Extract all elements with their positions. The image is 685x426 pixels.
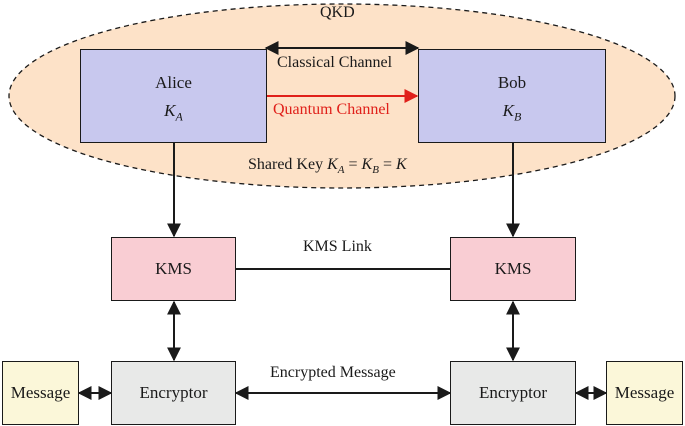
shared-key-ka: K	[327, 156, 338, 173]
alice-label: Alice	[155, 73, 192, 93]
qkd-title: QKD	[320, 4, 355, 21]
shared-key-eq2: =	[382, 156, 392, 173]
bob-box: Bob KB	[418, 49, 606, 143]
shared-key-label: Shared Key KA = KB = K	[248, 156, 407, 176]
alice-box: Alice KA	[80, 49, 267, 143]
message-left-box: Message	[2, 361, 79, 425]
bob-key-subscript: B	[514, 109, 522, 124]
shared-key-prefix: Shared Key	[248, 156, 324, 173]
shared-key-kb: K	[361, 156, 373, 173]
shared-key-eq1: =	[348, 156, 358, 173]
encrypted-message-label: Encrypted Message	[270, 364, 396, 381]
encryptor-left-box: Encryptor	[111, 361, 236, 425]
bob-label: Bob	[497, 73, 527, 93]
message-right-box: Message	[606, 361, 683, 425]
alice-key-symbol: K	[164, 101, 176, 121]
quantum-channel-label: Quantum Channel	[273, 101, 390, 118]
shared-key-kb-sub: B	[372, 164, 379, 177]
bob-key: KB	[503, 101, 522, 124]
shared-key-ka-sub: A	[337, 164, 345, 177]
alice-key: KA	[164, 101, 183, 124]
kms-right-box: KMS	[450, 237, 576, 301]
classical-channel-label: Classical Channel	[277, 54, 393, 71]
kms-link-label: KMS Link	[303, 238, 372, 255]
kms-left-box: KMS	[111, 237, 236, 301]
bob-key-symbol: K	[502, 101, 514, 121]
alice-key-subscript: A	[175, 109, 183, 124]
shared-key-final: K	[395, 156, 407, 173]
encryptor-right-box: Encryptor	[450, 361, 576, 425]
